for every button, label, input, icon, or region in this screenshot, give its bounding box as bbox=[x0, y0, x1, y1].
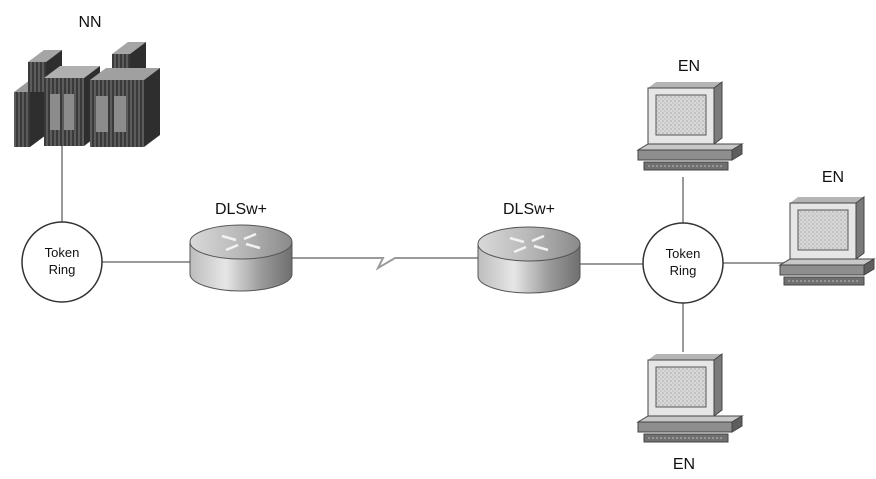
token-ring-right-line2: Ring bbox=[670, 263, 697, 278]
router-left-label: DLSw+ bbox=[215, 201, 267, 218]
token-ring-left-line2: Ring bbox=[49, 262, 76, 277]
token-ring-left-circle bbox=[21, 221, 103, 303]
links bbox=[61, 145, 788, 352]
workstation-icon bbox=[778, 196, 876, 286]
token-ring-right: Token Ring bbox=[642, 222, 724, 304]
en-top-label: EN bbox=[678, 58, 700, 75]
workstation-icon bbox=[636, 81, 744, 171]
token-ring-left-line1: Token bbox=[45, 245, 80, 260]
router-icon bbox=[477, 226, 581, 294]
token-ring-right-circle bbox=[642, 222, 724, 304]
wan-link bbox=[292, 257, 478, 271]
router-right-label: DLSw+ bbox=[503, 201, 555, 218]
workstation-icon bbox=[636, 353, 744, 443]
token-ring-left: Token Ring bbox=[21, 221, 103, 303]
en-right-label: EN bbox=[822, 169, 844, 186]
token-ring-right-line1: Token bbox=[666, 246, 701, 261]
mainframe-icon bbox=[14, 42, 160, 147]
nn-label: NN bbox=[78, 14, 101, 31]
router-icon bbox=[189, 224, 293, 292]
en-bottom-label: EN bbox=[673, 456, 695, 473]
